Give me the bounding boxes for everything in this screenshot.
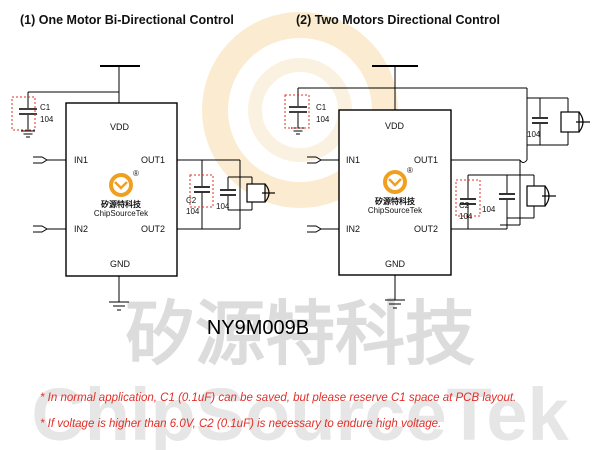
chip1-gnd-label: GND bbox=[110, 259, 131, 269]
chip1-in2-label: IN2 bbox=[74, 224, 88, 234]
in2-port-1 bbox=[33, 225, 48, 233]
ground-symbol-c1-2 bbox=[291, 127, 305, 135]
model-number: NY9M009B bbox=[207, 317, 309, 339]
watermark-cn: 矽源特科技 bbox=[125, 292, 475, 375]
logo-en-2: ChipSourceTek bbox=[368, 206, 423, 215]
chip2-gnd-label: GND bbox=[385, 259, 406, 269]
chip2-in2-label: IN2 bbox=[346, 224, 360, 234]
ground-symbol-chip-2 bbox=[385, 299, 405, 309]
c2-highlight-2 bbox=[455, 179, 481, 217]
chipsourcetek-logo-2 bbox=[383, 170, 407, 194]
in1-port-1 bbox=[33, 156, 48, 164]
c1-value-2: 104 bbox=[316, 115, 330, 124]
ground-symbol-chip-1 bbox=[109, 301, 129, 311]
chip1-in1-label: IN1 bbox=[74, 155, 88, 165]
logo-mark-2: ® bbox=[407, 166, 413, 175]
logo-cn-2: 矽源特科技 bbox=[375, 196, 416, 206]
chip2-out1-label: OUT1 bbox=[414, 155, 438, 165]
c1-value-1: 104 bbox=[40, 115, 54, 124]
c2-name-2: C2 bbox=[459, 201, 470, 210]
c1-name-2: C1 bbox=[316, 103, 327, 112]
motor2-cap-value: 104 bbox=[482, 205, 496, 214]
chipsourcetek-logo-1 bbox=[109, 173, 133, 197]
note-1: * In normal application, C1 (0.1uF) can … bbox=[40, 392, 516, 404]
in2-port-2 bbox=[307, 225, 322, 233]
diagram2-circuit: C1 104 VDD IN1 IN2 OUT1 OUT2 GND ® 矽源特科技… bbox=[284, 65, 590, 309]
c2-value-1: 104 bbox=[186, 207, 200, 216]
diagram1-circuit: C1 104 VDD IN1 IN2 OUT1 OUT2 GND ® 矽源特科技… bbox=[11, 65, 275, 311]
c2-value-2: 104 bbox=[459, 212, 473, 221]
chip1-vdd-label: VDD bbox=[110, 122, 130, 132]
motor1-cap-value: 104 bbox=[527, 130, 541, 139]
logo-en-1: ChipSourceTek bbox=[94, 209, 149, 218]
chip2-out2-label: OUT2 bbox=[414, 224, 438, 234]
motor-symbol-2b bbox=[526, 185, 556, 207]
motor-symbol-1 bbox=[246, 183, 275, 203]
watermark-en: ChipSourceTek bbox=[31, 373, 569, 450]
logo-mark-1: ® bbox=[133, 169, 139, 178]
motor-cap-value-1: 104 bbox=[216, 202, 230, 211]
ground-symbol-c1-1 bbox=[21, 130, 35, 138]
c2-name-1: C2 bbox=[186, 196, 197, 205]
diagram1-title: (1) One Motor Bi-Directional Control bbox=[20, 13, 234, 27]
note-2: * If voltage is higher than 6.0V, C2 (0.… bbox=[40, 418, 441, 430]
motor-symbol-2a bbox=[560, 111, 590, 133]
c1-name-1: C1 bbox=[40, 103, 51, 112]
logo-cn-1: 矽源特科技 bbox=[101, 199, 142, 209]
c2-highlight-1 bbox=[189, 174, 214, 208]
c1-highlight-2 bbox=[284, 94, 310, 129]
chip1-out1-label: OUT1 bbox=[141, 155, 165, 165]
chip2-in1-label: IN1 bbox=[346, 155, 360, 165]
diagram2-title: (2) Two Motors Directional Control bbox=[296, 13, 500, 27]
chip1-out2-label: OUT2 bbox=[141, 224, 165, 234]
chip2-vdd-label: VDD bbox=[385, 121, 405, 131]
wire-crossover bbox=[519, 159, 528, 163]
